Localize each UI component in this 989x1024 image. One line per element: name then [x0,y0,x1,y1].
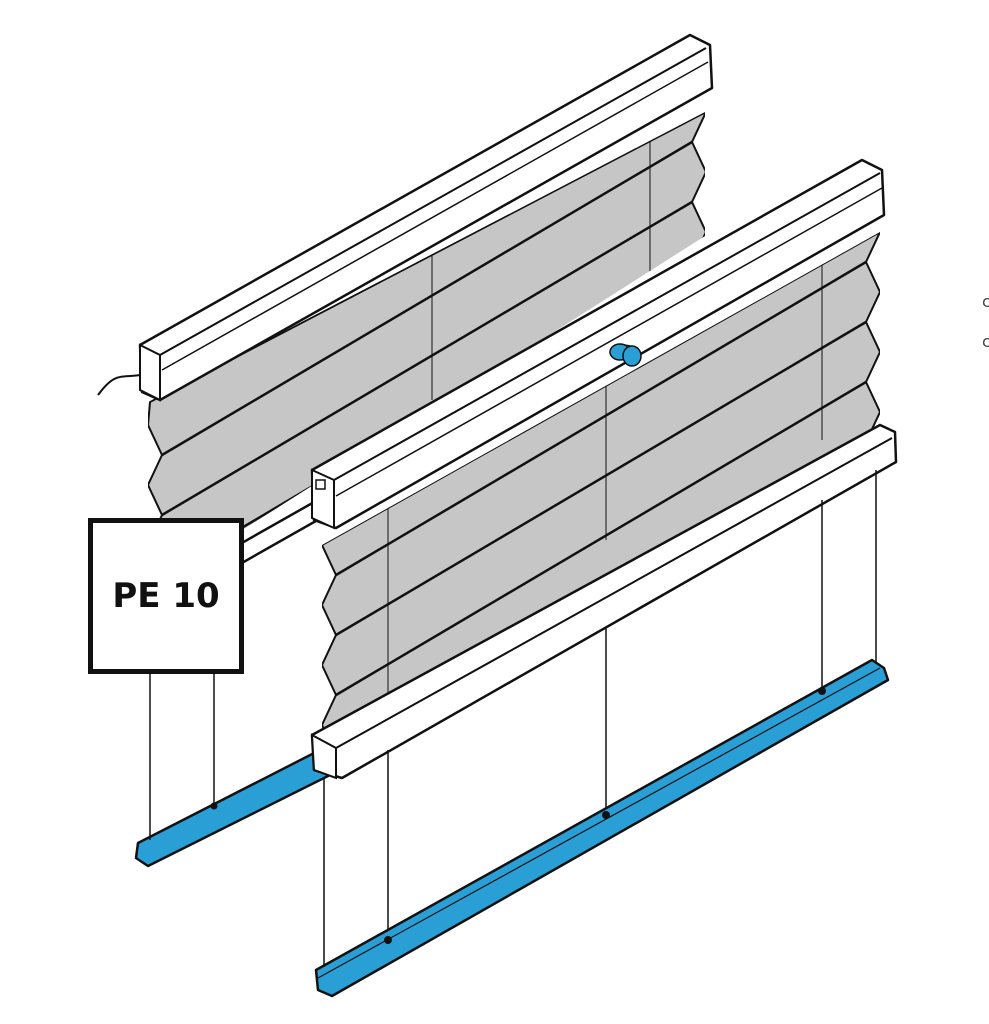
edge-glyph-1: c [982,292,989,311]
model-label-box: PE 10 [88,518,244,674]
front-bottom-bar [314,658,890,998]
model-label: PE 10 [112,576,220,616]
control-knob [609,343,642,367]
edge-glyph-2: c [982,332,989,351]
back-bottom-bar [134,748,332,868]
front-blind [310,158,898,998]
power-cord [97,374,141,396]
